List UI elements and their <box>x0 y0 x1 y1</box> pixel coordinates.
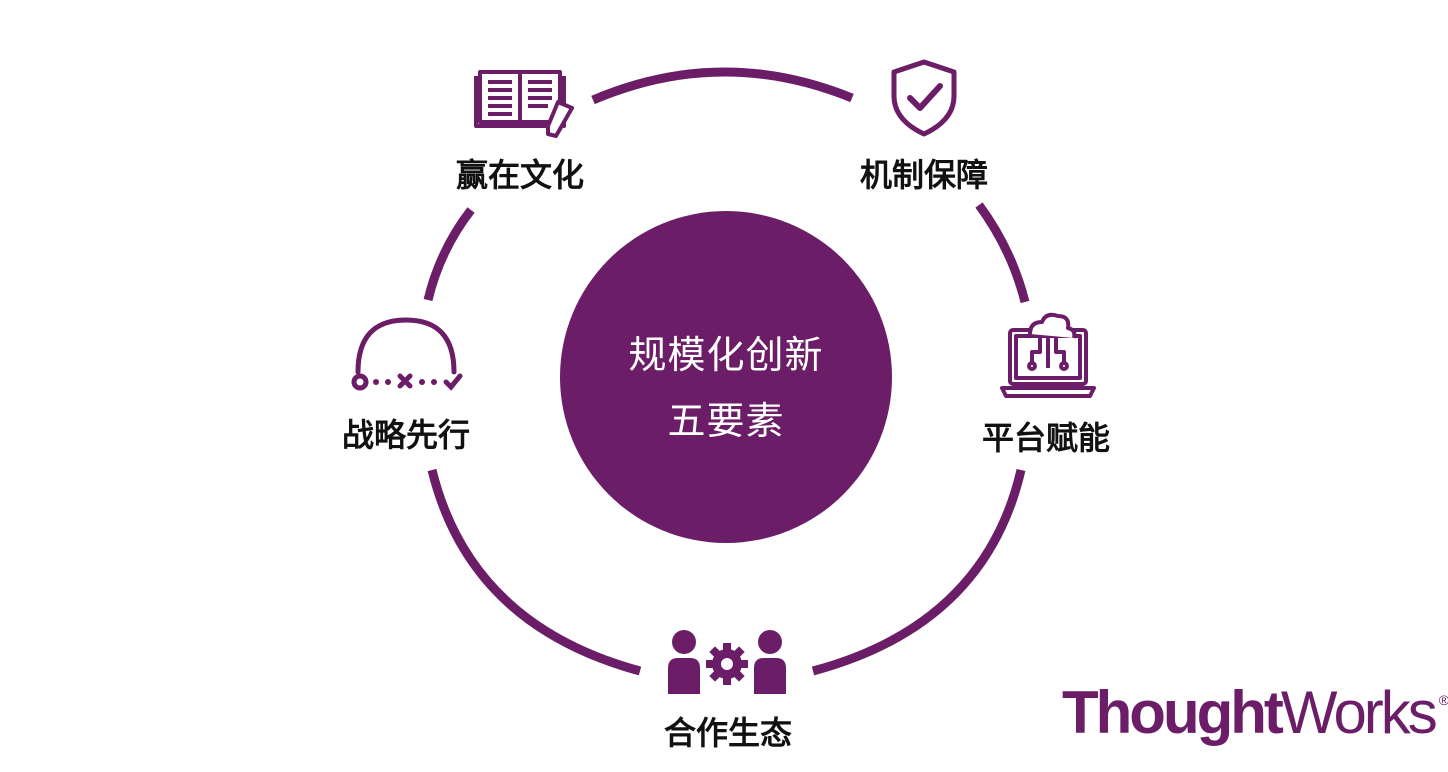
center-circle <box>560 211 892 543</box>
strategy-path-icon <box>351 317 463 391</box>
label-culture: 赢在文化 <box>455 156 584 194</box>
ring-arc-right-upper <box>975 202 1030 304</box>
logo-part-works: Works <box>1280 679 1438 746</box>
label-strategy: 战略先行 <box>341 416 470 454</box>
ring-arc-left-lower <box>427 468 642 676</box>
open-book-pencil-icon <box>474 70 574 138</box>
shield-check-icon <box>891 59 957 137</box>
label-platform: 平台赋能 <box>981 419 1110 457</box>
logo-part-thought: Thought <box>1062 679 1284 746</box>
laptop-cloud-icon <box>1000 312 1096 398</box>
ring-arc-top <box>591 67 854 105</box>
ring-arc-left-upper <box>423 207 475 302</box>
label-ecosystem: 合作生态 <box>663 714 792 752</box>
center-title-line2: 五要素 <box>667 399 785 443</box>
label-mechanism: 机制保障 <box>859 156 988 194</box>
ring-arc-right-lower <box>811 468 1026 676</box>
center-title-line1: 规模化创新 <box>628 333 824 377</box>
logo-registered-mark: ® <box>1438 692 1448 708</box>
people-gear-icon <box>668 630 786 694</box>
thoughtworks-logo: ThoughtWorks® <box>1062 683 1448 743</box>
